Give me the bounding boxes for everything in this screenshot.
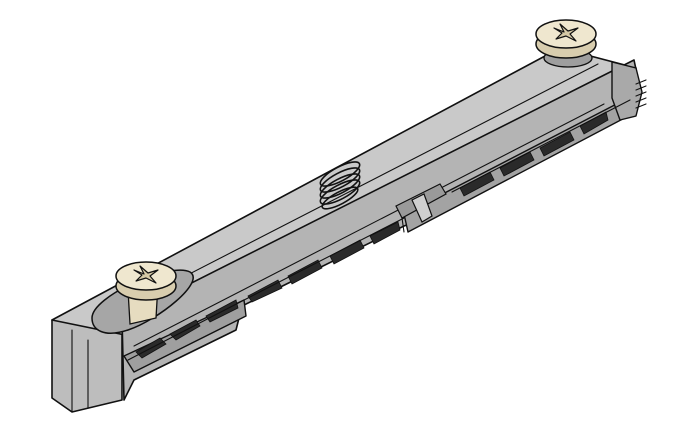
- right-end-face: [611, 61, 643, 121]
- center-latch: [395, 183, 447, 233]
- cross-head-screw-icon: [115, 261, 177, 325]
- spring-clip-icon: [319, 161, 361, 210]
- truss-struts: [127, 99, 631, 361]
- cross-head-screw-icon: [535, 19, 597, 68]
